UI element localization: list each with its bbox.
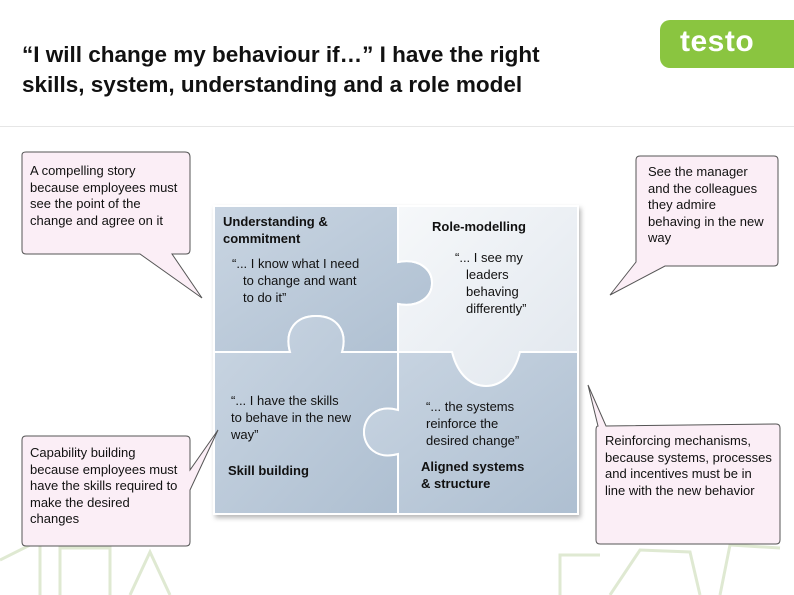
aligned-systems-heading: Aligned systems & structure [421,458,524,492]
slide-title: “I will change my behaviour if…” I have … [22,40,712,100]
callout-top-right-text: See the manager and the colleagues they … [648,164,764,245]
title-divider [0,126,794,127]
quote-line: behaving [466,284,519,299]
callout-bottom-left-text: Capability building because employees mu… [30,445,178,526]
quote-line: “... I know what I need [232,256,360,271]
quote-line: desired change” [426,433,520,448]
heading-line: commitment [223,231,301,246]
understanding-quote: “... I know what I need to change and wa… [232,255,359,306]
callout-bottom-right-text: Reinforcing mechanisms, because systems,… [605,433,772,498]
heading-line: & structure [421,476,491,491]
callout-top-left-text: A compelling story because employees mus… [30,163,178,228]
understanding-commitment-heading: Understanding & commitment [223,213,328,247]
quote-line: to change and want [243,273,357,288]
heading-line: Understanding & [223,214,328,229]
quote-line: “... I have the skills [231,393,339,408]
callout-top-right [609,155,779,296]
callout-bottom-right [587,384,781,545]
title-line-2: skills, system, understanding and a role… [22,72,523,97]
quote-line: to do it” [243,290,287,305]
role-modelling-heading: Role-modelling [432,219,526,234]
skill-building-heading: Skill building [228,463,309,478]
testo-logo: testo [660,20,794,68]
quote-line: way” [231,427,259,442]
quote-line: reinforce the [426,416,499,431]
title-line-1: “I will change my behaviour if…” I have … [22,42,540,67]
quote-line: “... I see my [455,250,523,265]
aligned-systems-quote: “... the systems reinforce the desired c… [426,398,519,449]
callout-top-left [21,151,203,299]
callout-bottom-left [21,429,219,547]
heading-line: Aligned systems [421,459,525,474]
skill-building-quote: “... I have the skills to behave in the … [231,392,351,443]
role-modelling-quote: “... I see my leaders behaving different… [455,249,526,317]
logo-text: testo [680,25,755,58]
quote-line: “... the systems [426,399,515,414]
puzzle-piece-bottom-right [362,351,579,515]
quote-line: leaders [466,267,509,282]
quote-line: differently” [466,301,527,316]
quote-line: to behave in the new [231,410,351,425]
